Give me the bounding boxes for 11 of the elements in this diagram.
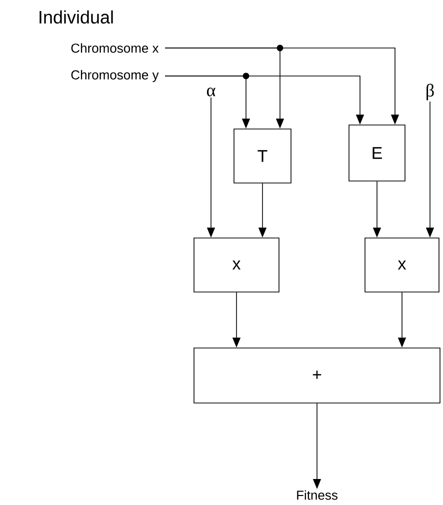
operator-box: x xyxy=(194,238,280,292)
input-label: Chromosome y xyxy=(71,70,159,82)
output-label: Fitness xyxy=(297,490,338,500)
parameter-symbol: α xyxy=(206,88,216,96)
parameter-symbol: β xyxy=(426,84,434,100)
input-label: Chromosome x xyxy=(71,43,159,53)
title-label: Individual xyxy=(40,10,113,24)
operator-box: T xyxy=(234,128,292,184)
operator-box: + xyxy=(194,348,440,404)
operator-box: E xyxy=(348,124,406,182)
operator-box: x xyxy=(364,238,440,292)
